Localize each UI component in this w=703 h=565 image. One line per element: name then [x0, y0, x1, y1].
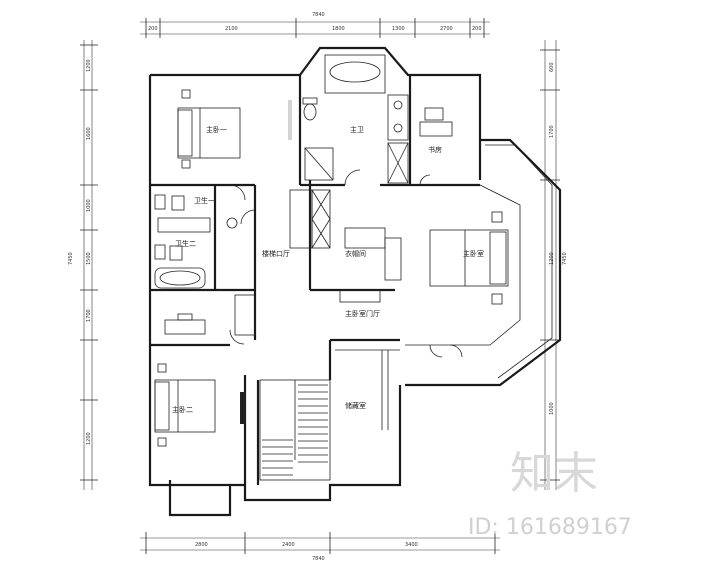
dim-left-3: 1000	[86, 199, 92, 212]
closet-wardrobes	[234, 189, 331, 336]
staircase	[259, 379, 331, 481]
room-label-bath-1: 卫生一	[194, 196, 215, 205]
room-label-master-bedroom-1: 主卧一	[206, 125, 227, 134]
bath-1-fixtures	[154, 194, 238, 233]
desk-master-2	[164, 313, 206, 335]
watermark-brand: 知末	[510, 448, 598, 499]
vanity-master-bath	[387, 94, 409, 184]
room-label-study: 书房	[428, 145, 442, 154]
bathtub-oval	[324, 54, 386, 94]
shower-master-bath	[304, 147, 334, 181]
dim-left-4: 1500	[86, 252, 92, 265]
exterior-walls	[148, 46, 562, 517]
dim-top-5: 2700	[440, 26, 453, 32]
room-label-walk-in-closet: 衣帽间	[345, 249, 366, 258]
dim-right-1: 600	[549, 62, 555, 72]
storage-shelves	[335, 349, 400, 430]
dim-left-1: 1200	[86, 59, 92, 72]
interior-walls	[150, 75, 480, 485]
dim-left-total: 7450	[68, 252, 74, 265]
desk-study	[419, 107, 453, 137]
room-label-storage: 储藏室	[345, 401, 366, 410]
dimension-lines	[80, 18, 560, 554]
door-swings	[229, 169, 463, 358]
dim-top-6: 200	[472, 26, 482, 32]
dim-top-4: 1300	[392, 26, 405, 32]
room-label-master-bedroom-2: 主卧二	[172, 405, 193, 414]
island-closet	[339, 227, 402, 303]
room-label-stair-hall: 楼梯口厅	[262, 249, 290, 258]
dim-left-5: 1700	[86, 309, 92, 322]
dim-top-2: 2100	[225, 26, 238, 32]
dim-right-2: 1700	[549, 125, 555, 138]
bed-main-bedroom	[429, 211, 509, 305]
dim-top-total: 7840	[312, 12, 325, 18]
dim-bottom-total: 7840	[312, 556, 325, 562]
watermark-logo: 知末 ID: 161689167	[468, 448, 632, 540]
dim-right-4: 1000	[549, 402, 555, 415]
watermark-id: ID: 161689167	[468, 515, 632, 540]
dim-top-1: 200	[148, 26, 158, 32]
dim-left-2: 1600	[86, 127, 92, 140]
dim-bottom-2: 2400	[282, 542, 295, 548]
room-label-main-bedroom: 主卧室	[463, 249, 484, 258]
dim-top-3: 1800	[332, 26, 345, 32]
toilet-master-bath	[302, 97, 318, 121]
dim-bottom-1: 2800	[195, 542, 208, 548]
dim-left-6: 1200	[86, 432, 92, 445]
room-label-bath-2: 卫生二	[175, 239, 196, 248]
dim-bottom-3: 3400	[405, 542, 418, 548]
dim-right-total: 7450	[562, 252, 568, 265]
bath-2-fixtures	[154, 244, 206, 289]
room-label-main-bedroom-hall: 主卧室门厅	[345, 309, 380, 318]
room-label-master-bath: 主卫	[350, 125, 364, 134]
bed-master-1	[177, 89, 241, 169]
bed-master-2	[154, 100, 292, 447]
